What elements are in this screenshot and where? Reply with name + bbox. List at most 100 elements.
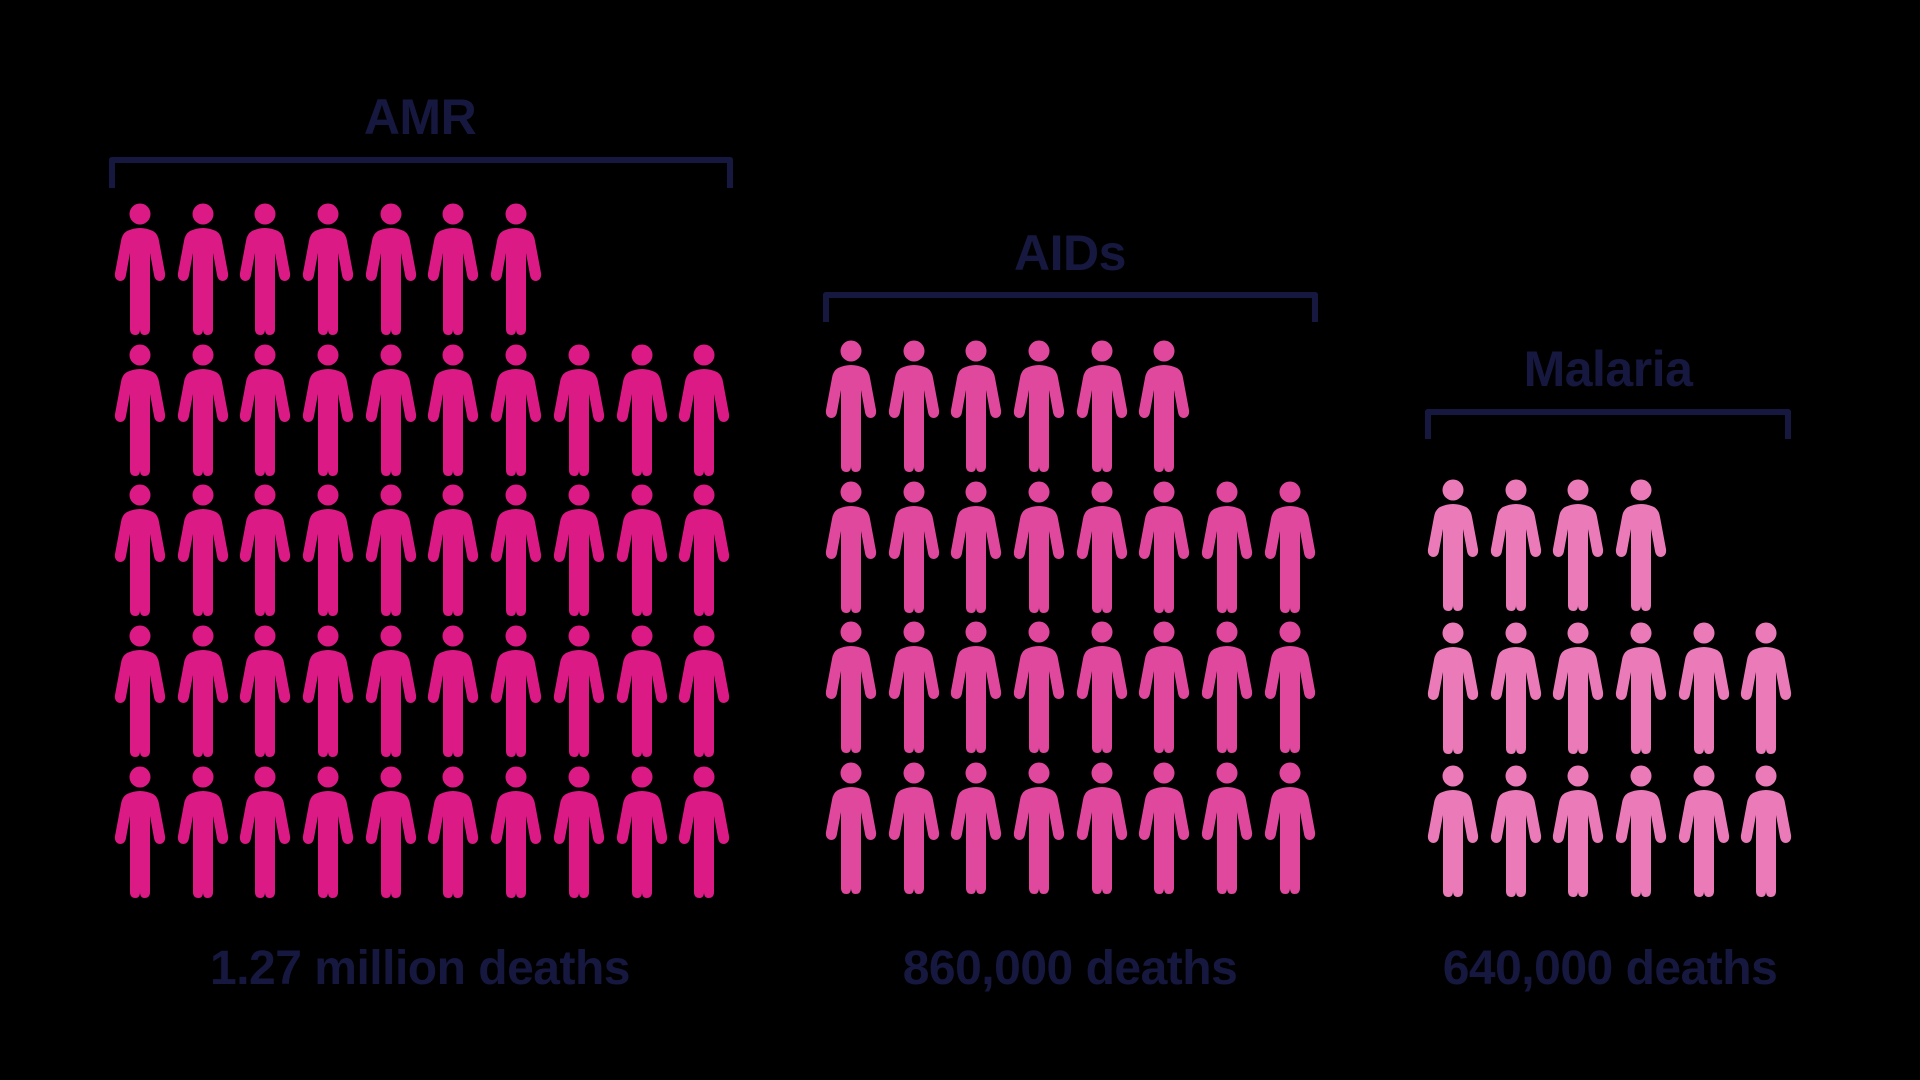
person-icon [489, 484, 543, 617]
person-icon [1739, 622, 1793, 754]
pictogram-row [113, 203, 552, 335]
person-icon [1677, 622, 1731, 754]
person-icon [364, 625, 418, 758]
person-icon [426, 484, 480, 617]
total-label-malaria: 640,000 deaths [1442, 942, 1778, 995]
person-icon [1489, 765, 1543, 897]
person-icon [176, 484, 230, 617]
bracket-amr [109, 157, 733, 188]
person-icon [1263, 481, 1317, 613]
person-icon [824, 621, 878, 754]
person-icon [113, 625, 167, 758]
person-icon [364, 203, 418, 335]
person-icon [1426, 622, 1480, 754]
person-icon [1677, 765, 1731, 897]
person-icon [552, 484, 606, 617]
person-icon [1012, 340, 1066, 472]
person-icon [1263, 621, 1317, 754]
person-icon [238, 625, 292, 758]
person-icon [113, 344, 167, 476]
total-label-amr: 1.27 million deaths [210, 942, 630, 995]
group-title-aids: AIDs [1014, 225, 1126, 281]
person-icon [1426, 765, 1480, 897]
person-icon [1426, 479, 1480, 611]
person-icon [887, 621, 941, 754]
person-icon [1614, 479, 1668, 611]
group-title-amr: AMR [363, 89, 477, 145]
person-icon [364, 344, 418, 476]
person-icon [301, 344, 355, 476]
person-icon [426, 344, 480, 476]
pictogram-row [824, 481, 1326, 613]
person-icon [1551, 765, 1605, 897]
bracket-aids [823, 292, 1318, 322]
pictogram-row [113, 625, 740, 758]
person-icon [176, 766, 230, 898]
person-icon [615, 625, 669, 758]
person-icon [552, 344, 606, 476]
pictogram-row [113, 766, 740, 898]
person-icon [1263, 762, 1317, 895]
person-icon [1075, 481, 1129, 613]
person-icon [113, 484, 167, 617]
person-icon [1137, 621, 1191, 754]
person-icon [1200, 481, 1254, 613]
person-icon [615, 766, 669, 898]
person-icon [1614, 765, 1668, 897]
person-icon [949, 762, 1003, 895]
person-icon [1137, 340, 1191, 472]
person-icon [887, 762, 941, 895]
person-icon [1551, 479, 1605, 611]
person-icon [113, 766, 167, 898]
total-label-aids: 860,000 deaths [902, 942, 1238, 995]
person-icon [238, 344, 292, 476]
person-icon [426, 766, 480, 898]
person-icon [677, 625, 731, 758]
pictogram-row [113, 344, 740, 476]
pictogram-row [1426, 622, 1802, 754]
pictogram-row [1426, 479, 1677, 611]
person-icon [1200, 762, 1254, 895]
person-icon [238, 766, 292, 898]
pictogram-row [1426, 765, 1802, 897]
person-icon [176, 625, 230, 758]
pictogram-row [824, 621, 1326, 754]
person-icon [1489, 622, 1543, 754]
person-icon [364, 766, 418, 898]
person-icon [949, 621, 1003, 754]
person-icon [1012, 762, 1066, 895]
person-icon [1012, 621, 1066, 754]
person-icon [1200, 621, 1254, 754]
person-icon [552, 625, 606, 758]
person-icon [1614, 622, 1668, 754]
person-icon [887, 340, 941, 472]
pictogram-row [113, 484, 740, 617]
person-icon [1075, 762, 1129, 895]
person-icon [949, 340, 1003, 472]
person-icon [615, 344, 669, 476]
person-icon [301, 766, 355, 898]
person-icon [1551, 622, 1605, 754]
person-icon [824, 762, 878, 895]
person-icon [677, 484, 731, 617]
person-icon [426, 625, 480, 758]
person-icon [238, 484, 292, 617]
person-icon [489, 625, 543, 758]
person-icon [824, 481, 878, 613]
person-icon [489, 203, 543, 335]
person-icon [301, 203, 355, 335]
person-icon [824, 340, 878, 472]
person-icon [176, 203, 230, 335]
person-icon [176, 344, 230, 476]
person-icon [1137, 762, 1191, 895]
bracket-malaria [1425, 409, 1791, 439]
person-icon [887, 481, 941, 613]
person-icon [615, 484, 669, 617]
person-icon [1137, 481, 1191, 613]
person-icon [489, 344, 543, 476]
person-icon [1012, 481, 1066, 613]
person-icon [426, 203, 480, 335]
person-icon [364, 484, 418, 617]
person-icon [489, 766, 543, 898]
person-icon [301, 625, 355, 758]
